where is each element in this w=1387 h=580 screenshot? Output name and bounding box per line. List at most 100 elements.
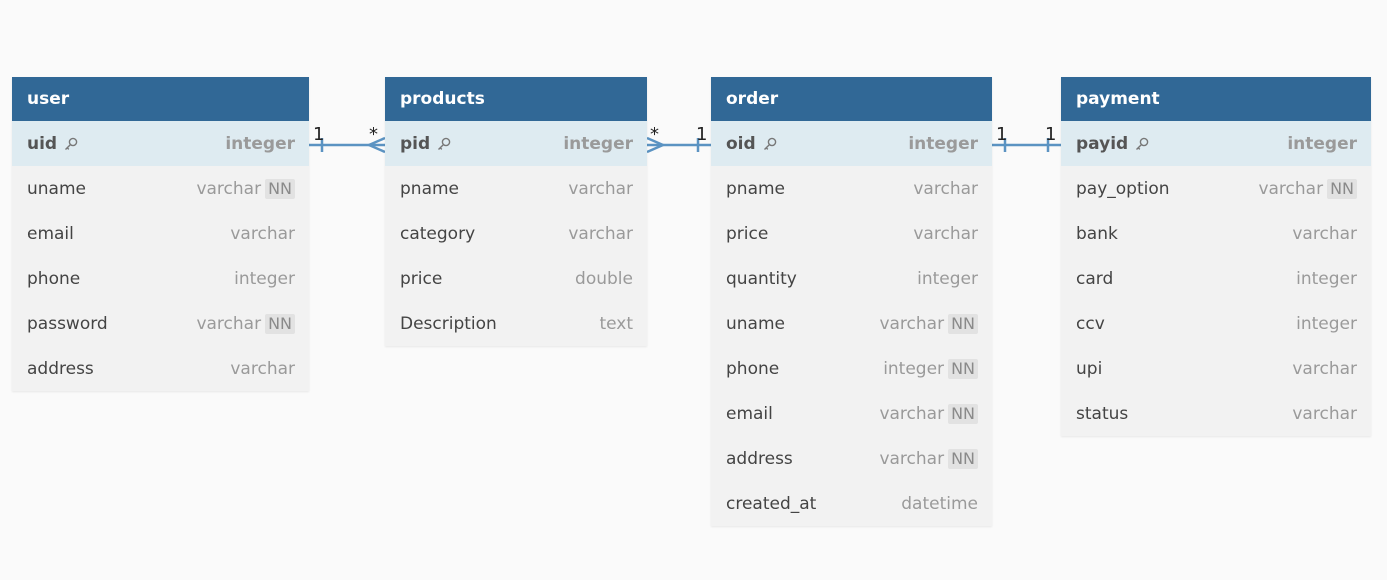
- field-type-cell: integer: [1296, 269, 1357, 289]
- field-row[interactable]: status varchar: [1061, 391, 1371, 436]
- field-name: uname: [726, 313, 785, 334]
- field-type: integer: [908, 133, 978, 154]
- field-type-cell: varchar: [1292, 224, 1357, 244]
- cardinality-label: 1: [313, 124, 324, 145]
- field-type: integer: [1296, 268, 1357, 289]
- table-header[interactable]: order: [711, 77, 992, 121]
- key-icon: [436, 136, 452, 152]
- field-type: integer: [225, 133, 295, 154]
- field-name: pid: [400, 133, 431, 154]
- primary-key-row[interactable]: payid integer: [1061, 121, 1371, 166]
- key-icon: [762, 136, 778, 152]
- field-row[interactable]: email varchar: [12, 211, 309, 256]
- field-row[interactable]: Description text: [385, 301, 647, 346]
- field-row[interactable]: price varchar: [711, 211, 992, 256]
- field-name-cell: address: [726, 449, 793, 469]
- table-header[interactable]: products: [385, 77, 647, 121]
- field-type-cell: integer: [234, 269, 295, 289]
- field-type: varchar: [1292, 403, 1357, 424]
- field-row[interactable]: address varchar: [12, 346, 309, 391]
- field-name-cell: email: [27, 224, 74, 244]
- field-type: integer: [1287, 133, 1357, 154]
- field-name-cell: upi: [1076, 359, 1102, 379]
- field-name-cell: uname: [726, 314, 785, 334]
- field-name: address: [27, 358, 94, 379]
- field-name: ccv: [1076, 313, 1105, 334]
- field-name-cell: pid: [400, 134, 452, 154]
- field-row[interactable]: ccv integer: [1061, 301, 1371, 346]
- cardinality-label: 1: [696, 124, 707, 145]
- field-name: price: [726, 223, 769, 244]
- field-row[interactable]: card integer: [1061, 256, 1371, 301]
- field-name: Description: [400, 313, 497, 334]
- field-name-cell: oid: [726, 134, 778, 154]
- field-type: varchar: [913, 223, 978, 244]
- field-name-cell: quantity: [726, 269, 797, 289]
- field-name: phone: [27, 268, 81, 289]
- cardinality-label: *: [650, 124, 659, 145]
- field-type-cell: integer: [225, 134, 295, 154]
- field-type: integer: [1296, 313, 1357, 334]
- field-name-cell: uid: [27, 134, 79, 154]
- field-type: varchar: [879, 403, 945, 424]
- primary-key-row[interactable]: uid integer: [12, 121, 309, 166]
- table-header[interactable]: user: [12, 77, 309, 121]
- field-name-cell: email: [726, 404, 773, 424]
- field-name-cell: address: [27, 359, 94, 379]
- field-name: payid: [1076, 133, 1129, 154]
- not-null-badge: NN: [948, 313, 978, 334]
- field-type: varchar: [230, 358, 295, 379]
- field-name: email: [726, 403, 773, 424]
- not-null-badge: NN: [948, 403, 978, 424]
- field-name-cell: uname: [27, 179, 86, 199]
- field-name-cell: price: [400, 269, 442, 289]
- field-type: integer: [234, 268, 295, 289]
- field-type: text: [599, 313, 633, 334]
- field-name: email: [27, 223, 74, 244]
- field-name-cell: password: [27, 314, 108, 334]
- field-name-cell: payid: [1076, 134, 1150, 154]
- field-name-cell: card: [1076, 269, 1113, 289]
- field-type: varchar: [230, 223, 295, 244]
- field-name-cell: status: [1076, 404, 1128, 424]
- field-row[interactable]: phone integer: [12, 256, 309, 301]
- field-name: uid: [27, 133, 58, 154]
- primary-key-row[interactable]: oid integer: [711, 121, 992, 166]
- table-header[interactable]: payment: [1061, 77, 1371, 121]
- field-type-cell: varchar: [568, 224, 633, 244]
- key-icon: [63, 136, 79, 152]
- field-name: created_at: [726, 493, 817, 514]
- field-name-cell: ccv: [1076, 314, 1105, 334]
- field-type: integer: [883, 358, 945, 379]
- field-name-cell: price: [726, 224, 768, 244]
- field-type: varchar: [568, 178, 633, 199]
- field-type-cell: double: [575, 269, 633, 289]
- field-type-cell: integer: [908, 134, 978, 154]
- field-row[interactable]: price double: [385, 256, 647, 301]
